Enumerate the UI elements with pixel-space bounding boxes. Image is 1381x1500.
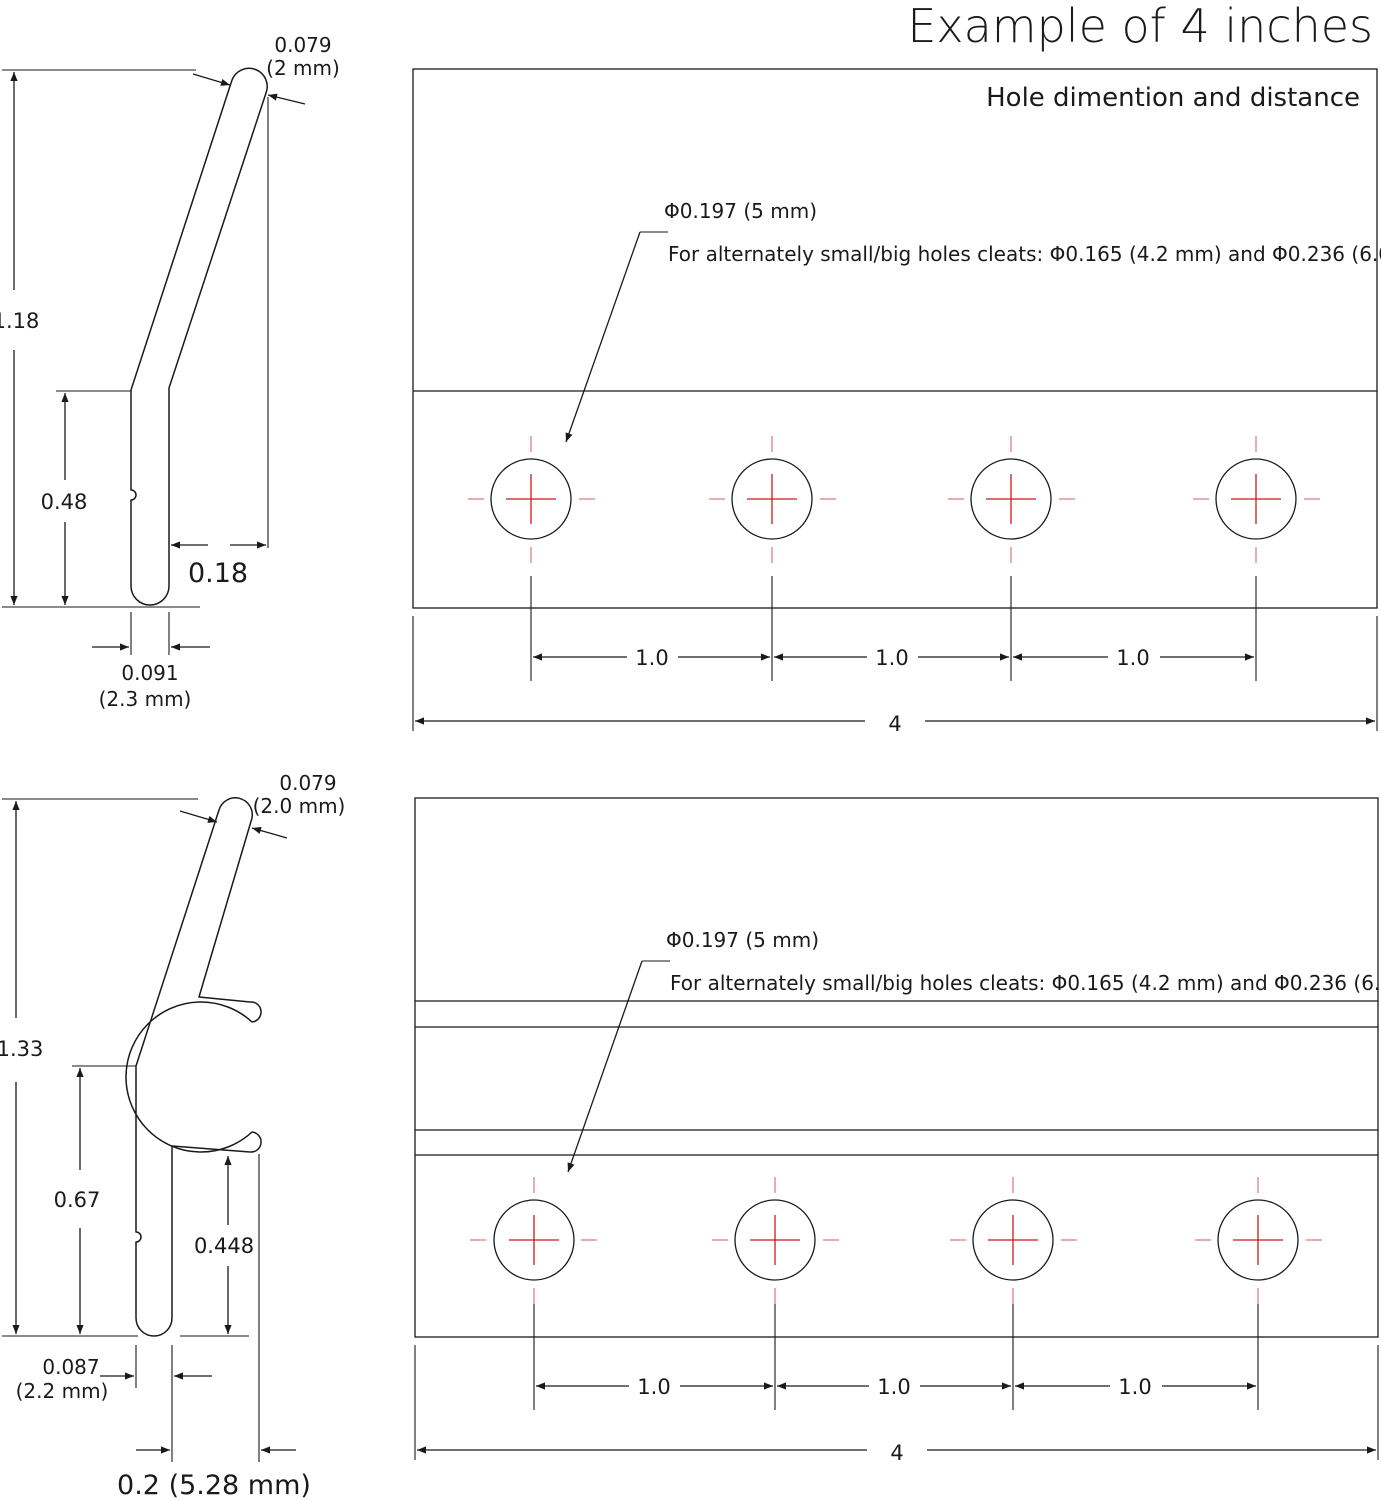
top-cleat-outline bbox=[412, 68, 1378, 609]
bottom-spacing-2: 1.0 bbox=[877, 1375, 910, 1399]
top-height-label: 1.18 bbox=[0, 309, 39, 333]
top-lower-height-label: 0.48 bbox=[41, 490, 88, 514]
top-tip-mm: (2 mm) bbox=[266, 56, 340, 80]
bottom-lower-height-label: 0.67 bbox=[54, 1188, 101, 1212]
bottom-hole-label: Φ0.197 (5 mm) bbox=[666, 928, 819, 952]
top-spacing-1: 1.0 bbox=[635, 646, 668, 670]
top-spacing-2: 1.0 bbox=[875, 646, 908, 670]
subtitle: Hole dimention and distance bbox=[986, 83, 1360, 113]
top-base-mm: (2.3 mm) bbox=[99, 687, 192, 711]
top-depth-label: 0.18 bbox=[188, 558, 248, 589]
top-base-inch: 0.091 bbox=[121, 661, 178, 685]
top-spacing-3: 1.0 bbox=[1116, 646, 1149, 670]
bottom-tip-inch: 0.079 bbox=[279, 771, 336, 795]
bottom-front-view: Φ0.197 (5 mm) For alternately small/big … bbox=[414, 797, 1381, 1465]
bottom-width-label: 0.2 (5.28 mm) bbox=[117, 1470, 311, 1500]
bottom-hook-height-label: 0.448 bbox=[194, 1234, 254, 1258]
bottom-base-inch: 0.087 bbox=[42, 1355, 99, 1379]
bottom-profile-outline bbox=[125, 797, 262, 1337]
top-hole-3 bbox=[948, 436, 1075, 563]
bottom-height-label: 1.33 bbox=[0, 1037, 43, 1061]
bottom-tip-mm: (2.0 mm) bbox=[253, 794, 346, 818]
bottom-total-width: 4 bbox=[890, 1441, 903, 1465]
top-hole-1 bbox=[468, 436, 595, 563]
bottom-spacing-3: 1.0 bbox=[1118, 1375, 1151, 1399]
top-tip-inch: 0.079 bbox=[274, 33, 331, 57]
bottom-profile-view: 1.33 0.67 0.448 0.087 (2.2 mm) 0.2 (5.28… bbox=[0, 771, 345, 1500]
top-hole-4 bbox=[1193, 436, 1320, 563]
top-profile-view: 1.18 0.48 0.18 0.091 (2.3 mm) 0.079 (2 m… bbox=[0, 33, 340, 711]
top-total-width: 4 bbox=[888, 712, 901, 736]
bottom-hole-1 bbox=[470, 1177, 597, 1304]
bottom-cleat-outline bbox=[414, 797, 1379, 1338]
bottom-hole-2 bbox=[712, 1177, 839, 1304]
top-hole-2 bbox=[709, 436, 836, 563]
bottom-hole-4 bbox=[1195, 1177, 1322, 1304]
top-profile-outline bbox=[130, 67, 268, 606]
bottom-hole-note: For alternately small/big holes cleats: … bbox=[670, 971, 1381, 995]
bottom-hole-3 bbox=[950, 1177, 1077, 1304]
bottom-base-mm: (2.2 mm) bbox=[16, 1379, 109, 1403]
top-hole-label: Φ0.197 (5 mm) bbox=[664, 199, 817, 223]
top-front-view: Hole dimention and distance Φ0.197 (5 mm… bbox=[412, 68, 1381, 736]
drawing-title: Example of 4 inches bbox=[907, 0, 1373, 53]
bottom-spacing-1: 1.0 bbox=[637, 1375, 670, 1399]
top-hole-note: For alternately small/big holes cleats: … bbox=[668, 242, 1381, 266]
